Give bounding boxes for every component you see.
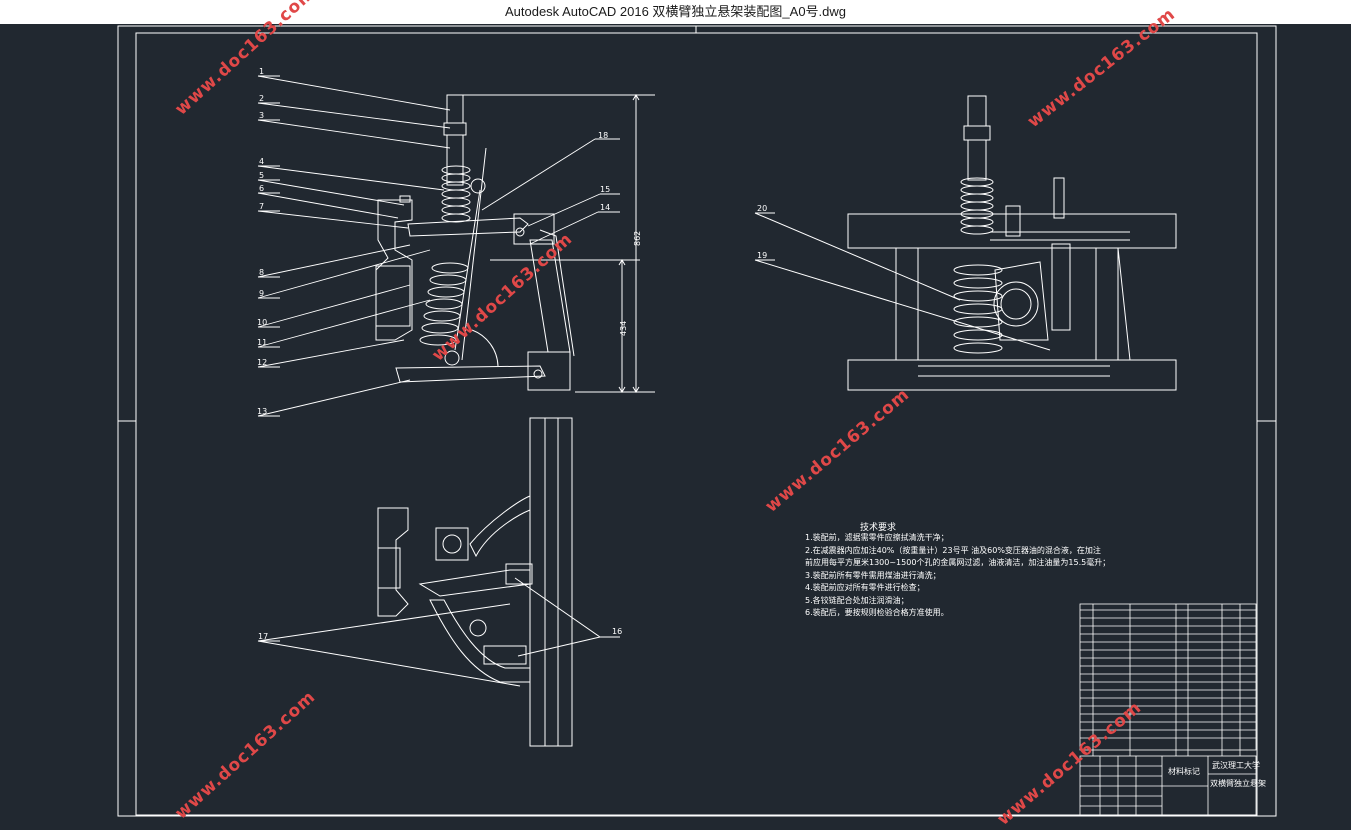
part-label: 13	[257, 407, 267, 416]
tech-line: 4.装配前应对所有零件进行检查；	[805, 583, 925, 592]
front-leaders	[257, 75, 620, 417]
part-label: 4	[259, 157, 264, 166]
front-view	[375, 94, 655, 393]
part-label: 16	[612, 627, 622, 636]
tech-line: 2.在减震器内应加注40%（按重量计）23号平 油及60%变压器油的混合液，在加…	[805, 545, 1101, 555]
part-label: 7	[259, 202, 264, 211]
part-label: 20	[757, 204, 767, 213]
part-label: 2	[259, 94, 264, 103]
dimension-lower: 434	[619, 321, 628, 336]
mark-label: 材料标记	[1168, 766, 1200, 776]
tech-line: 1.装配前，滤据需零件应擦拭清洗干净；	[805, 533, 949, 542]
window-title: Autodesk AutoCAD 2016 双横臂独立悬架装配图_A0号.dwg	[0, 0, 1351, 24]
school-name: 武汉理工大学	[1212, 760, 1260, 770]
part-labels: 1 2 3 4 5 6 7 8 9 10 11 12 13 14 15 16 1…	[257, 67, 767, 641]
drawing-name: 双横臂独立悬架	[1210, 778, 1266, 788]
part-label: 6	[259, 184, 264, 193]
dimension-overall: 862	[633, 231, 642, 246]
tech-requirements-title: 技术要求	[860, 523, 897, 533]
part-label: 5	[259, 171, 264, 180]
part-label: 19	[757, 251, 767, 260]
drawing-frame	[117, 25, 1277, 817]
part-label: 12	[257, 358, 267, 367]
tech-line: 3.装配前所有零件需用煤油进行清洗；	[805, 570, 941, 580]
part-label: 1	[259, 67, 264, 76]
tech-line: 前应用每平方厘米1300~1500个孔的金属网过滤，油液清洁，加注油量为15.5…	[805, 558, 1111, 567]
bom-table	[1079, 603, 1257, 756]
part-label: 14	[600, 203, 610, 212]
title-block-text: 武汉理工大学 双横臂独立悬架 材料标记	[1168, 760, 1266, 788]
tech-requirements: 1.装配前，滤据需零件应擦拭清洗干净； 2.在减震器内应加注40%（按重量计）23…	[805, 532, 1110, 620]
part-label: 9	[259, 289, 264, 298]
tech-line: 5.各铰链配合处加注润滑油；	[805, 595, 909, 605]
drawing-svg: 武汉理工大学 双横臂独立悬架 材料标记 1 2 3 4 5 6 7 8 9 10…	[117, 25, 1277, 817]
part-label: 11	[257, 338, 267, 347]
tech-line: 6.装配后，要按规则检验合格方准使用。	[805, 608, 949, 617]
title-block	[1079, 755, 1257, 816]
part-label: 3	[259, 111, 264, 120]
part-label: 18	[598, 131, 608, 140]
part-label: 17	[258, 632, 268, 641]
part-label: 15	[600, 185, 610, 194]
top-view	[257, 417, 620, 747]
part-label: 10	[257, 318, 267, 327]
side-view	[754, 95, 1177, 391]
part-label: 8	[259, 268, 264, 277]
